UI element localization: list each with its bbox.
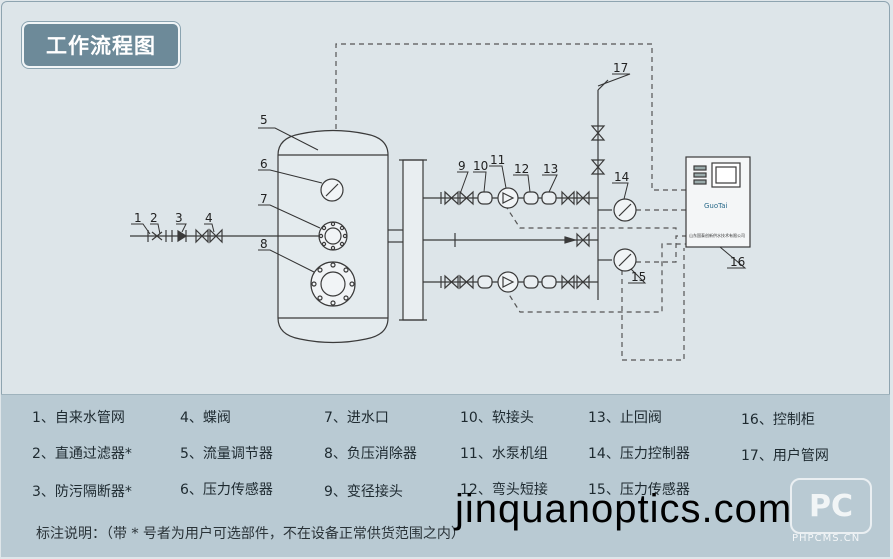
legend-item: 17、用户管网 bbox=[741, 448, 829, 464]
legend-item: 4、蝶阀 bbox=[180, 410, 231, 426]
callout-12: 12 bbox=[514, 162, 529, 176]
callout-7: 7 bbox=[260, 192, 268, 206]
pressure-sensor-gauge-icon bbox=[320, 178, 344, 202]
callout-6: 6 bbox=[260, 157, 268, 171]
pump-line-top bbox=[423, 187, 598, 209]
callout-4: 4 bbox=[205, 211, 213, 225]
legend-item: 11、水泵机组 bbox=[460, 446, 548, 462]
legend-item: 1、自来水管网 bbox=[32, 410, 125, 426]
pump-line-bottom bbox=[423, 271, 598, 293]
legend-item: 3、防污隔断器* bbox=[32, 484, 132, 500]
callout-2: 2 bbox=[150, 211, 158, 225]
callout-16: 16 bbox=[730, 255, 745, 269]
legend-item: 8、负压消除器 bbox=[324, 446, 417, 462]
legend-item: 2、直通过滤器* bbox=[32, 446, 132, 462]
callout-5: 5 bbox=[260, 113, 268, 127]
legend-item: 16、控制柜 bbox=[741, 412, 815, 428]
callout-11: 11 bbox=[490, 153, 505, 167]
footnote: 标注说明：（带 * 号者为用户可选部件，不在设备正常供货范围之内） bbox=[36, 526, 465, 542]
control-cabinet: GuoTai 山东国泰创新供水技术有限公司 bbox=[685, 156, 751, 248]
panel-brand-text: 山东国泰创新供水技术有限公司 bbox=[689, 232, 745, 238]
legend-item: 12、弯头短接 bbox=[460, 482, 548, 498]
legend-item: 6、压力传感器 bbox=[180, 482, 273, 498]
outlet-header bbox=[590, 79, 637, 300]
legend-item: 7、进水口 bbox=[324, 410, 389, 426]
legend-panel bbox=[1, 394, 890, 557]
callout-9: 9 bbox=[458, 159, 466, 173]
phpcms-logo-icon: PC bbox=[790, 478, 872, 534]
callout-15: 15 bbox=[631, 270, 646, 284]
legend-item: 10、软接头 bbox=[460, 410, 534, 426]
negative-pressure-eliminator-icon bbox=[310, 261, 356, 307]
legend-item: 15、压力传感器 bbox=[588, 482, 690, 498]
callout-leaders bbox=[131, 73, 747, 284]
legend-item: 9、变径接头 bbox=[324, 484, 403, 500]
inlet-pipe bbox=[130, 228, 319, 244]
callout-1: 1 bbox=[134, 211, 142, 225]
legend-item: 13、止回阀 bbox=[588, 410, 662, 426]
legend-item: 14、压力控制器 bbox=[588, 446, 690, 462]
phpcms-caption: PHPCMS.CN bbox=[792, 533, 861, 544]
callout-3: 3 bbox=[175, 211, 183, 225]
outlet-manifold bbox=[388, 159, 427, 321]
cabinet-logo-icon: GuoTai bbox=[704, 202, 728, 210]
bypass-line bbox=[423, 232, 598, 248]
callout-14: 14 bbox=[614, 170, 629, 184]
legend-item: 5、流量调节器 bbox=[180, 446, 273, 462]
callout-8: 8 bbox=[260, 237, 268, 251]
watermark-text: jinquanoptics.com bbox=[455, 487, 793, 531]
callout-13: 13 bbox=[543, 162, 558, 176]
callout-17: 17 bbox=[613, 61, 628, 75]
flow-regulator-icon bbox=[318, 221, 348, 251]
page-title: 工作流程图 bbox=[22, 22, 180, 68]
callout-10: 10 bbox=[473, 159, 488, 173]
callout-numbers: 1 2 3 4 5 6 7 8 9 10 11 12 13 14 15 16 1… bbox=[134, 61, 745, 284]
